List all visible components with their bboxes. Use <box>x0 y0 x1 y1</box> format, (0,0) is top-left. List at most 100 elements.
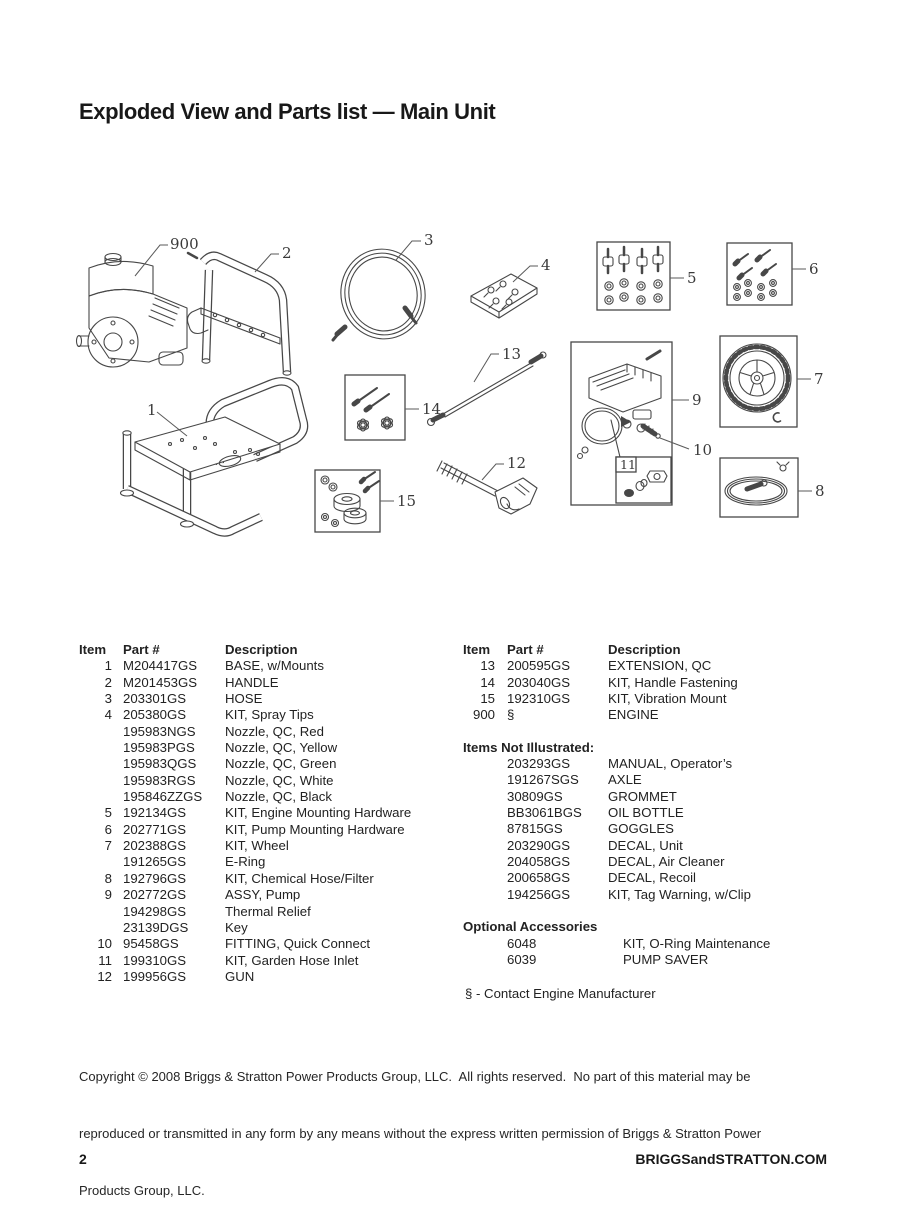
part-number: M204417GS <box>123 658 198 674</box>
optional-accessories-title: Optional Accessories <box>463 919 598 935</box>
callout-line-hose <box>395 240 421 261</box>
parts-row: 13 200595GS EXTENSION, QC <box>463 658 828 674</box>
parts-row: 11 199310GS KIT, Garden Hose Inlet <box>79 953 439 969</box>
parts-row: 7 202388GS KIT, Wheel <box>79 838 439 854</box>
part-description: DECAL, Air Cleaner <box>608 854 725 870</box>
parts-row: 30809GS GROMMET <box>463 789 828 805</box>
pump-assembly-illustration: 11 <box>570 341 673 506</box>
parts-row: 195983PGS Nozzle, QC, Yellow <box>79 740 439 756</box>
part-item-number: 14 <box>480 674 495 690</box>
part-number: 195983QGS <box>123 756 197 772</box>
part-item-number <box>79 724 112 740</box>
exploded-view-diagram: 900 2 <box>75 212 835 542</box>
part-number: 202388GS <box>123 838 187 854</box>
copyright-notice: Copyright © 2008 Briggs & Stratton Power… <box>79 1029 869 1208</box>
hose-illustration <box>340 248 426 340</box>
part-description: ASSY, Pump <box>225 887 301 903</box>
part-description: Nozzle, QC, White <box>225 772 334 788</box>
part-item-number: 15 <box>480 691 495 707</box>
part-number: BB3061BGS <box>507 805 582 821</box>
parts-rows-right: 13 200595GS EXTENSION, QC 14 203040GS KI… <box>463 658 828 723</box>
parts-row: 203290GS DECAL, Unit <box>463 838 828 854</box>
parts-table-left: Item Part # Description 1 M204417GS BASE… <box>79 642 439 985</box>
part-number: 199310GS <box>123 952 187 968</box>
handle-fastening-kit-illustration <box>344 374 406 441</box>
part-number: 203301GS <box>123 691 187 707</box>
header-item: Item <box>79 642 107 657</box>
callout-spray-tips: 4 <box>541 256 551 274</box>
part-description: Nozzle, QC, Black <box>225 789 332 805</box>
part-description: KIT, Tag Warning, w/Clip <box>608 886 751 902</box>
callout-line-quick-connect-fitting <box>659 437 690 450</box>
part-description: KIT, Engine Mounting Hardware <box>225 805 412 821</box>
website-url: BRIGGSandSTRATTON.COM <box>635 1151 827 1167</box>
part-description: Thermal Relief <box>225 903 311 919</box>
callout-base: 1 <box>147 401 157 419</box>
callout-hose: 3 <box>424 231 434 249</box>
parts-row: 195846ZZGS Nozzle, QC, Black <box>79 789 439 805</box>
header-part: Part # <box>123 642 160 657</box>
callout-line-base <box>156 411 188 437</box>
copyright-line: Copyright © 2008 Briggs & Stratton Power… <box>79 1069 751 1084</box>
parts-row: 23139DGS Key <box>79 920 439 936</box>
part-description: GOGGLES <box>608 821 674 837</box>
part-description: DECAL, Recoil <box>608 870 696 886</box>
vibration-mount-kit-illustration <box>314 469 381 533</box>
part-number: 195983PGS <box>123 740 195 756</box>
part-item-number: 7 <box>104 838 112 854</box>
part-item-number: 12 <box>97 968 112 984</box>
part-number: 95458GS <box>123 936 179 952</box>
parts-row: 6048 KIT, O-Ring Maintenance <box>463 936 828 952</box>
part-number: 6048 <box>507 935 537 951</box>
part-number: 192310GS <box>507 691 571 707</box>
callout-pump-mounting-kit: 6 <box>809 260 819 278</box>
parts-table-right-header: Item Part # Description <box>463 642 828 658</box>
callout-engine: 900 <box>170 235 199 253</box>
parts-row: 87815GS GOGGLES <box>463 821 828 837</box>
part-number: 191267SGS <box>507 772 579 788</box>
part-item-number: 11 <box>98 952 112 968</box>
part-item-number: 13 <box>480 658 495 674</box>
part-description: KIT, Chemical Hose/Filter <box>225 870 374 886</box>
part-item-number: 1 <box>104 658 112 674</box>
parts-row: 6039 PUMP SAVER <box>463 952 828 968</box>
part-description: Nozzle, QC, Red <box>225 723 324 739</box>
part-description: HOSE <box>225 691 263 707</box>
part-number: 191265GS <box>123 854 187 870</box>
not-illustrated-rows: 203293GS MANUAL, Operator’s 191267SGS AX… <box>463 756 828 903</box>
part-item-number <box>79 854 112 870</box>
callout-handle: 2 <box>282 244 292 262</box>
hose-fittings <box>331 305 418 342</box>
part-number: 23139DGS <box>123 919 189 935</box>
part-number: § <box>507 707 515 723</box>
part-number: 200595GS <box>507 658 571 674</box>
parts-row: 900 § ENGINE <box>463 707 828 723</box>
part-item-number <box>79 789 112 805</box>
part-description: FITTING, Quick Connect <box>225 936 371 952</box>
pump-mounting-kit-illustration <box>726 242 793 306</box>
parts-row: 12 199956GS GUN <box>79 969 439 985</box>
part-description: EXTENSION, QC <box>608 658 712 674</box>
part-description: Nozzle, QC, Yellow <box>225 740 338 756</box>
copyright-line: Products Group, LLC. <box>79 1183 205 1198</box>
part-description: OIL BOTTLE <box>608 805 684 821</box>
callout-garden-hose-inlet-kit: 11 <box>620 457 636 472</box>
engine-mounting-kit-illustration <box>596 241 671 311</box>
part-item-number <box>79 904 112 920</box>
part-description: MANUAL, Operator’s <box>608 756 733 772</box>
parts-row: 2 M201453GS HANDLE <box>79 675 439 691</box>
parts-row: BB3061BGS OIL BOTTLE <box>463 805 828 821</box>
optional-accessories-rows: 6048 KIT, O-Ring Maintenance 6039 PUMP S… <box>463 936 828 969</box>
part-item-number: 4 <box>104 707 112 723</box>
part-number: 203293GS <box>507 756 571 772</box>
part-description: HANDLE <box>225 674 279 690</box>
part-item-number: 6 <box>104 821 112 837</box>
parts-row: 200658GS DECAL, Recoil <box>463 870 828 886</box>
part-description: KIT, Wheel <box>225 838 289 854</box>
spray-tips-illustration <box>470 273 538 319</box>
part-number: 30809GS <box>507 788 563 804</box>
part-number: 204058GS <box>507 854 571 870</box>
handle-illustration <box>186 251 292 376</box>
page-number: 2 <box>79 1151 87 1167</box>
